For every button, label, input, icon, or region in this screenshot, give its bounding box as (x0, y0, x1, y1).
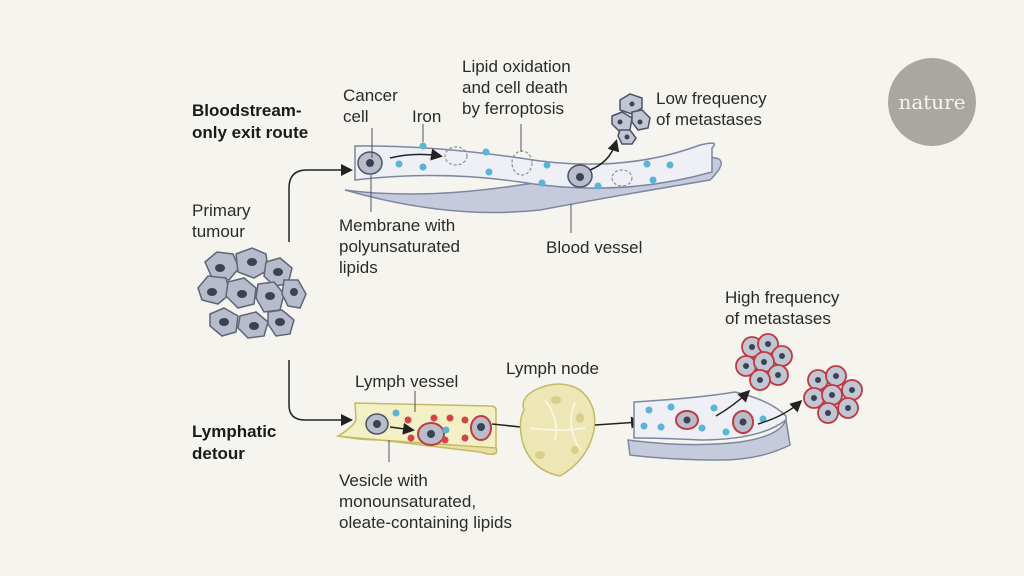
primary-tumour-cluster (197, 247, 307, 339)
label-vesicle: Vesicle with monounsaturated, oleate-con… (339, 471, 512, 532)
iron-dots (395, 142, 674, 190)
route-title-bloodstream: Bloodstream- only exit route (192, 101, 309, 142)
label-low-frequency: Low frequency of metastases (656, 89, 767, 129)
label-high-frequency: High frequency of metastases (725, 288, 840, 328)
blood-vessel-bottom (627, 391, 791, 461)
dying-cell (511, 150, 533, 176)
label-cancer-cell: Cancer cell (343, 86, 398, 126)
label-blood-vessel: Blood vessel (546, 238, 643, 257)
label-lymph-node: Lymph node (506, 359, 599, 378)
vesicle-dots (404, 414, 469, 444)
lymph-node (519, 383, 596, 477)
dying-cell (611, 169, 633, 187)
logo-text: nature (898, 90, 966, 114)
label-lipid-oxidation: Lipid oxidation and cell death by ferrop… (462, 57, 571, 118)
label-iron: Iron (412, 107, 442, 126)
low-frequency-metastasis-cluster (611, 93, 651, 145)
dying-cell (444, 146, 468, 166)
nature-logo: nature (888, 58, 976, 146)
blood-vessel-top (344, 142, 722, 214)
label-lymph-vessel: Lymph vessel (355, 372, 459, 391)
arrow-to-lymph (288, 360, 353, 426)
label-membrane: Membrane with polyunsaturated lipids (339, 216, 460, 277)
route-title-lymphatic: Lymphatic detour (192, 422, 277, 463)
arrow-to-bloodstream (288, 164, 353, 242)
label-primary-tumour: Primary tumour (192, 201, 251, 241)
